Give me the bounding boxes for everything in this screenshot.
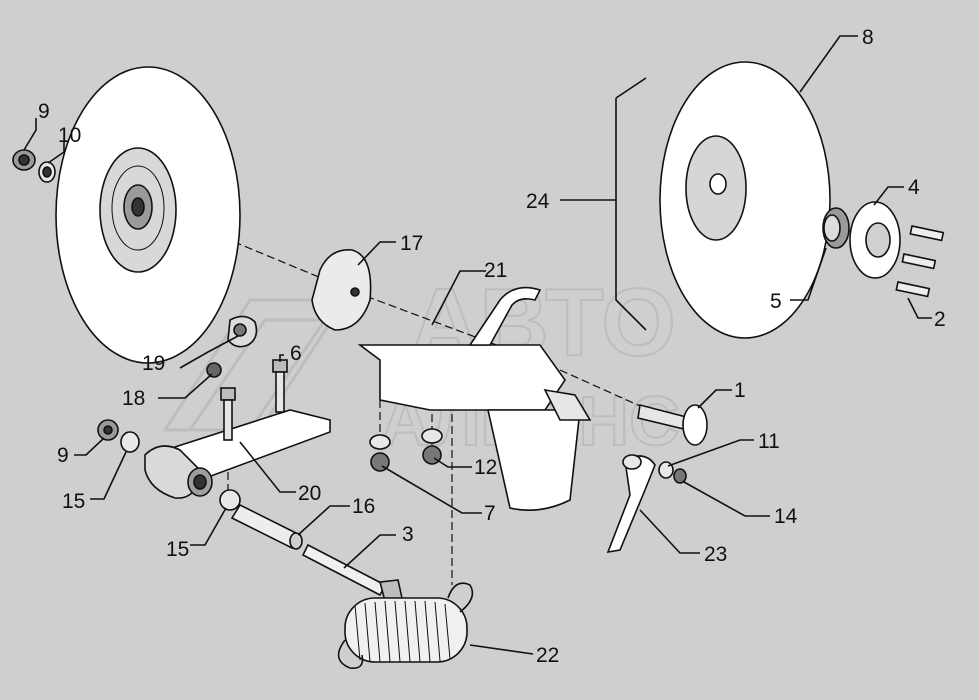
callout-6: 5 (770, 290, 782, 313)
bushing-15-upper (120, 431, 140, 453)
bolt-5 (272, 359, 288, 413)
scraper-23 (606, 454, 656, 554)
callout-2: 2 (934, 308, 946, 331)
nut-9-top (12, 149, 36, 171)
callout-4: 4 (908, 176, 920, 199)
nut-9-lower (97, 419, 119, 441)
bolt-3 (301, 543, 403, 607)
wing-nut-19 (227, 315, 258, 348)
callout-8: 8 (862, 26, 874, 49)
disc-cap-17 (311, 249, 372, 331)
callout-18: 18 (122, 387, 145, 410)
left-disc (55, 66, 241, 364)
bolt-18 (220, 387, 236, 441)
nut-18 (206, 362, 222, 378)
nut-7 (370, 452, 390, 472)
callout-11: 11 (758, 430, 780, 453)
bracket-22 (357, 286, 592, 511)
bolts-2 (895, 225, 945, 298)
bushing-15-lower (219, 489, 241, 511)
callout-15-upper: 15 (62, 490, 85, 513)
callout-14: 14 (774, 505, 798, 528)
callout-17: 17 (400, 232, 423, 255)
callout-1: 1 (734, 379, 746, 402)
callout-15-lower: 15 (166, 538, 189, 561)
leader-lines (23, 35, 932, 655)
callout-10: 10 (58, 124, 81, 147)
flange-4 (849, 201, 901, 279)
callout-9-top: 9 (38, 100, 50, 123)
callout-20: 22 (536, 644, 559, 667)
callout-21: 20 (298, 482, 321, 505)
callout-3: 3 (402, 523, 414, 546)
washer-10 (38, 161, 56, 183)
bearing-6 (822, 207, 850, 249)
callout-23: 23 (704, 543, 727, 566)
sleeve-16 (230, 503, 303, 550)
callout-12: 12 (474, 456, 497, 479)
callout-9-lower: 9 (57, 444, 69, 467)
bracket-24 (615, 77, 647, 331)
callout-22: 21 (484, 259, 507, 282)
pin-1 (637, 404, 708, 446)
spring-20 (337, 582, 474, 670)
right-disc (659, 61, 831, 339)
washer-7 (369, 434, 391, 450)
callout-16: 16 (352, 495, 375, 518)
callout-24: 24 (526, 190, 550, 213)
callout-7: 7 (484, 502, 496, 525)
callout-labels: 9 10 17 21 6 19 18 9 15 20 16 15 3 12 7 … (38, 26, 946, 667)
arm-21 (144, 409, 331, 499)
washer-14 (673, 468, 687, 484)
callout-5: 6 (290, 342, 302, 365)
callout-19: 19 (142, 352, 165, 375)
washer-12 (421, 428, 443, 444)
